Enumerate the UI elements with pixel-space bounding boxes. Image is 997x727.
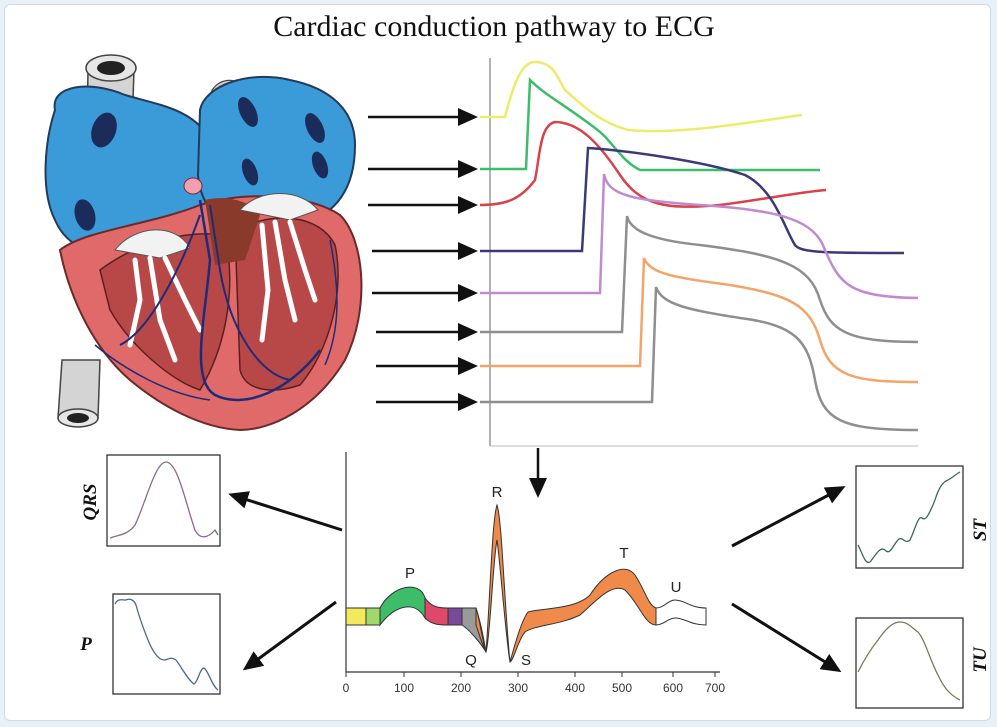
- ap-trace-bundle-branches: [480, 173, 919, 300]
- ecg-label-r: R: [492, 484, 503, 501]
- ap-trace-av-node: [479, 120, 827, 208]
- ecg-tick-marks: [345, 672, 716, 677]
- inset-p-trace: [114, 598, 219, 691]
- arrow-to-st: [731, 486, 846, 548]
- inset-qrs: QRS: [80, 454, 221, 547]
- ap-trace-ventricle: [480, 257, 919, 384]
- ap-trace-bundle-of-his: [480, 146, 905, 255]
- inset-tu-trace: [857, 621, 961, 701]
- ecg-tick-label: 0: [343, 681, 350, 695]
- figure-title: Cardiac conduction pathway to ECG: [273, 10, 715, 43]
- ecg-tick-label: 100: [394, 681, 414, 695]
- ap-trace-atria: [480, 77, 820, 172]
- inset-arrows: [228, 486, 846, 673]
- inset-qrs-frame: [106, 454, 221, 547]
- ecg-segment-qrs-t: [475, 503, 657, 663]
- ecg-tick-label: 200: [451, 681, 471, 695]
- ecg-label-u: U: [671, 579, 682, 596]
- inset-tu: TU: [855, 617, 991, 709]
- ecg-tick-label: 300: [508, 681, 528, 695]
- arrow-to-p: [242, 600, 337, 671]
- arrow-to-qrs: [228, 491, 343, 532]
- inset-qrs-label: QRS: [80, 484, 101, 521]
- ecg-tick-label: 600: [663, 681, 683, 695]
- inset-p: P: [79, 593, 221, 695]
- ecg-segment-q-gray: [461, 607, 487, 653]
- inset-p-label: P: [79, 634, 92, 655]
- ecg-label-q: Q: [465, 652, 477, 669]
- ecg-segment-pr-purple: [447, 607, 463, 626]
- ap-trace-sa-node: [480, 60, 803, 133]
- ap-trace-purkinje: [480, 215, 919, 344]
- ecg-segment-baseline-green: [365, 607, 381, 626]
- inset-qrs-trace: [109, 461, 219, 539]
- heart-illustration: [44, 54, 363, 432]
- ecg-tick-label: 500: [612, 681, 632, 695]
- ecg-segment-p-wave: [379, 586, 426, 627]
- inset-st-frame: [855, 465, 964, 569]
- ap-trace-ventricle-outer: [480, 286, 919, 432]
- ecg-segment-u-wave: [655, 599, 707, 626]
- inset-tu-frame: [855, 617, 964, 709]
- inset-st-label: ST: [970, 518, 991, 542]
- ecg-label-s: S: [521, 652, 531, 669]
- inset-st-trace: [857, 471, 961, 564]
- pathway-arrows: [368, 108, 478, 411]
- ecg-panel: P Q R S T U 0 100 200 300 400 500 600 70…: [343, 452, 725, 695]
- inset-tu-label: TU: [970, 646, 991, 673]
- inset-p-frame: [112, 593, 221, 695]
- action-potential-panel: [479, 58, 919, 447]
- ecg-segment-baseline-yellow: [345, 607, 367, 626]
- ecg-label-p: P: [405, 565, 415, 582]
- ecg-segment-pr-pink: [424, 596, 449, 626]
- inset-st: ST: [855, 465, 991, 569]
- ecg-tick-label: 400: [565, 681, 585, 695]
- arrow-to-tu: [731, 602, 842, 673]
- ecg-label-t: T: [619, 545, 628, 562]
- ecg-tick-label: 700: [705, 681, 725, 695]
